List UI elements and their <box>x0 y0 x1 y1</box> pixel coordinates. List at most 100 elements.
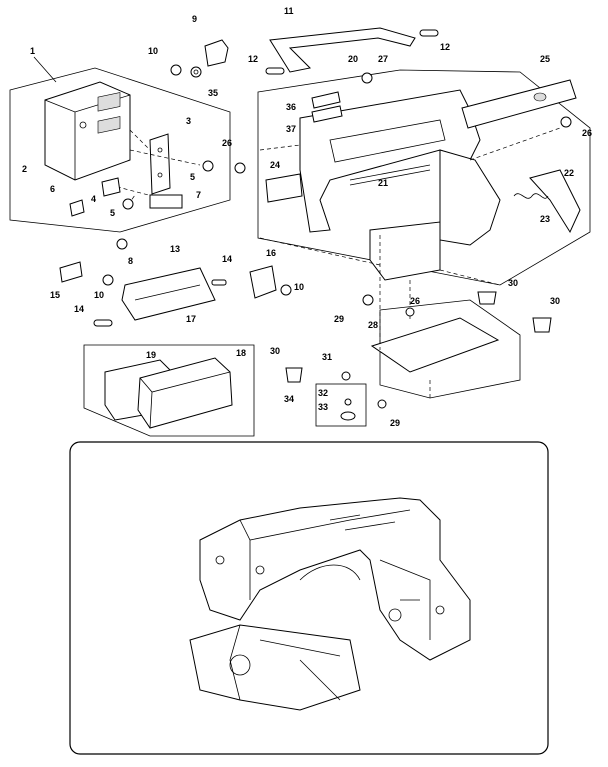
callout-9: 9 <box>192 14 197 24</box>
light-cover-group <box>59 261 292 327</box>
callout-labels: 1 2 3 4 5 5 6 7 8 9 10 10 10 11 12 12 13… <box>22 6 592 428</box>
callout-11: 11 <box>284 6 294 16</box>
part-31 <box>341 371 351 381</box>
callout-5b: 5 <box>190 172 195 182</box>
callout-10-left: 10 <box>94 290 104 300</box>
callout-25: 25 <box>540 54 550 64</box>
assembled-view-box <box>69 441 549 755</box>
screw-part-10-left <box>102 274 114 286</box>
part-18 <box>137 357 233 429</box>
screw-part-29-top <box>362 294 374 306</box>
assembled-frame-panel <box>69 441 549 755</box>
cover-group-1 <box>9 67 231 233</box>
screw-part-5a <box>122 198 134 210</box>
part-36 <box>311 91 341 109</box>
callout-13: 13 <box>170 244 180 254</box>
callout-29-top: 29 <box>334 314 344 324</box>
callout-37: 37 <box>286 124 296 134</box>
bed-block <box>369 221 441 281</box>
foot-part-30-a <box>477 291 497 305</box>
light-cover-part-13 <box>121 267 216 321</box>
callout-1: 1 <box>30 46 35 56</box>
screw-part-10-right <box>280 284 292 296</box>
group-34-frame <box>315 383 367 427</box>
cover-part-25 <box>461 79 577 129</box>
screw-part-8 <box>116 238 128 250</box>
part-37 <box>311 105 343 123</box>
top-small-parts <box>170 27 439 78</box>
callout-28: 28 <box>368 320 378 330</box>
callout-17: 17 <box>186 314 196 324</box>
pin-part-12-left <box>265 67 285 75</box>
callout-15: 15 <box>50 290 60 300</box>
callout-12-left: 12 <box>248 54 258 64</box>
callout-30-a: 30 <box>508 278 518 288</box>
bracket-part-15 <box>59 261 83 283</box>
plate-part-24 <box>265 173 303 203</box>
part-32 <box>344 398 352 406</box>
callout-18: 18 <box>236 348 246 358</box>
callout-19: 19 <box>146 350 156 360</box>
callout-22: 22 <box>564 168 574 178</box>
handle-part-11 <box>269 27 416 73</box>
callout-30-c: 30 <box>270 346 280 356</box>
callout-26-right: 26 <box>582 128 592 138</box>
clip-part-6 <box>69 199 85 217</box>
assembled-arm <box>199 497 471 661</box>
callout-26-bottom: 26 <box>410 296 420 306</box>
callout-8: 8 <box>128 256 133 266</box>
screw-part-26-right <box>560 116 572 128</box>
callout-21: 21 <box>378 178 388 188</box>
pin-part-12-right <box>419 29 439 37</box>
callout-26-left: 26 <box>222 138 232 148</box>
foot-part-30-c <box>285 367 303 383</box>
callout-34: 34 <box>284 394 294 404</box>
group-17 <box>83 344 255 437</box>
callout-5a: 5 <box>110 208 115 218</box>
callout-14-right: 14 <box>222 254 232 264</box>
callout-33: 33 <box>318 402 328 412</box>
callout-27: 27 <box>378 54 388 64</box>
assembled-bed <box>189 624 361 711</box>
plate-part-7 <box>149 194 183 209</box>
callout-30-b: 30 <box>550 296 560 306</box>
callout-7: 7 <box>196 190 201 200</box>
pillar <box>439 149 501 246</box>
callout-29-bottom: 29 <box>390 418 400 428</box>
base-plate-group <box>285 235 552 427</box>
callout-31: 31 <box>322 352 332 362</box>
pin-part-14-right <box>211 279 227 286</box>
callout-16: 16 <box>266 248 276 258</box>
screw-part-26-bottom <box>405 307 415 317</box>
callout-20: 20 <box>348 54 358 64</box>
callout-14-left: 14 <box>74 304 84 314</box>
screw-part-10-top <box>170 64 182 76</box>
clip-part-4 <box>101 177 121 197</box>
callout-6: 6 <box>50 184 55 194</box>
bracket-part-9 <box>204 39 229 67</box>
lever-part-22 <box>529 169 581 234</box>
screw-part-5b <box>202 160 214 172</box>
callout-2: 2 <box>22 164 27 174</box>
group-28-frame <box>379 299 521 399</box>
plate-part-28 <box>370 317 500 373</box>
arm-housing-group <box>234 69 591 286</box>
group-1-frame <box>9 67 231 233</box>
callout-32: 32 <box>318 388 328 398</box>
part-33 <box>340 411 356 421</box>
foot-part-30-b <box>532 317 552 333</box>
bracket-part-16 <box>249 265 277 299</box>
bracket-part-3 <box>149 133 171 195</box>
callout-3: 3 <box>186 116 191 126</box>
callout-10-top: 10 <box>148 46 158 56</box>
screw-part-29-bottom <box>377 399 387 409</box>
pin-part-14-left <box>93 319 113 327</box>
callout-4: 4 <box>91 194 96 204</box>
callout-12-right: 12 <box>440 42 450 52</box>
callout-36: 36 <box>286 102 296 112</box>
callout-24: 24 <box>270 160 280 170</box>
housing-frame <box>257 69 591 286</box>
part-27 <box>361 72 373 84</box>
spring-part-23 <box>513 193 549 199</box>
